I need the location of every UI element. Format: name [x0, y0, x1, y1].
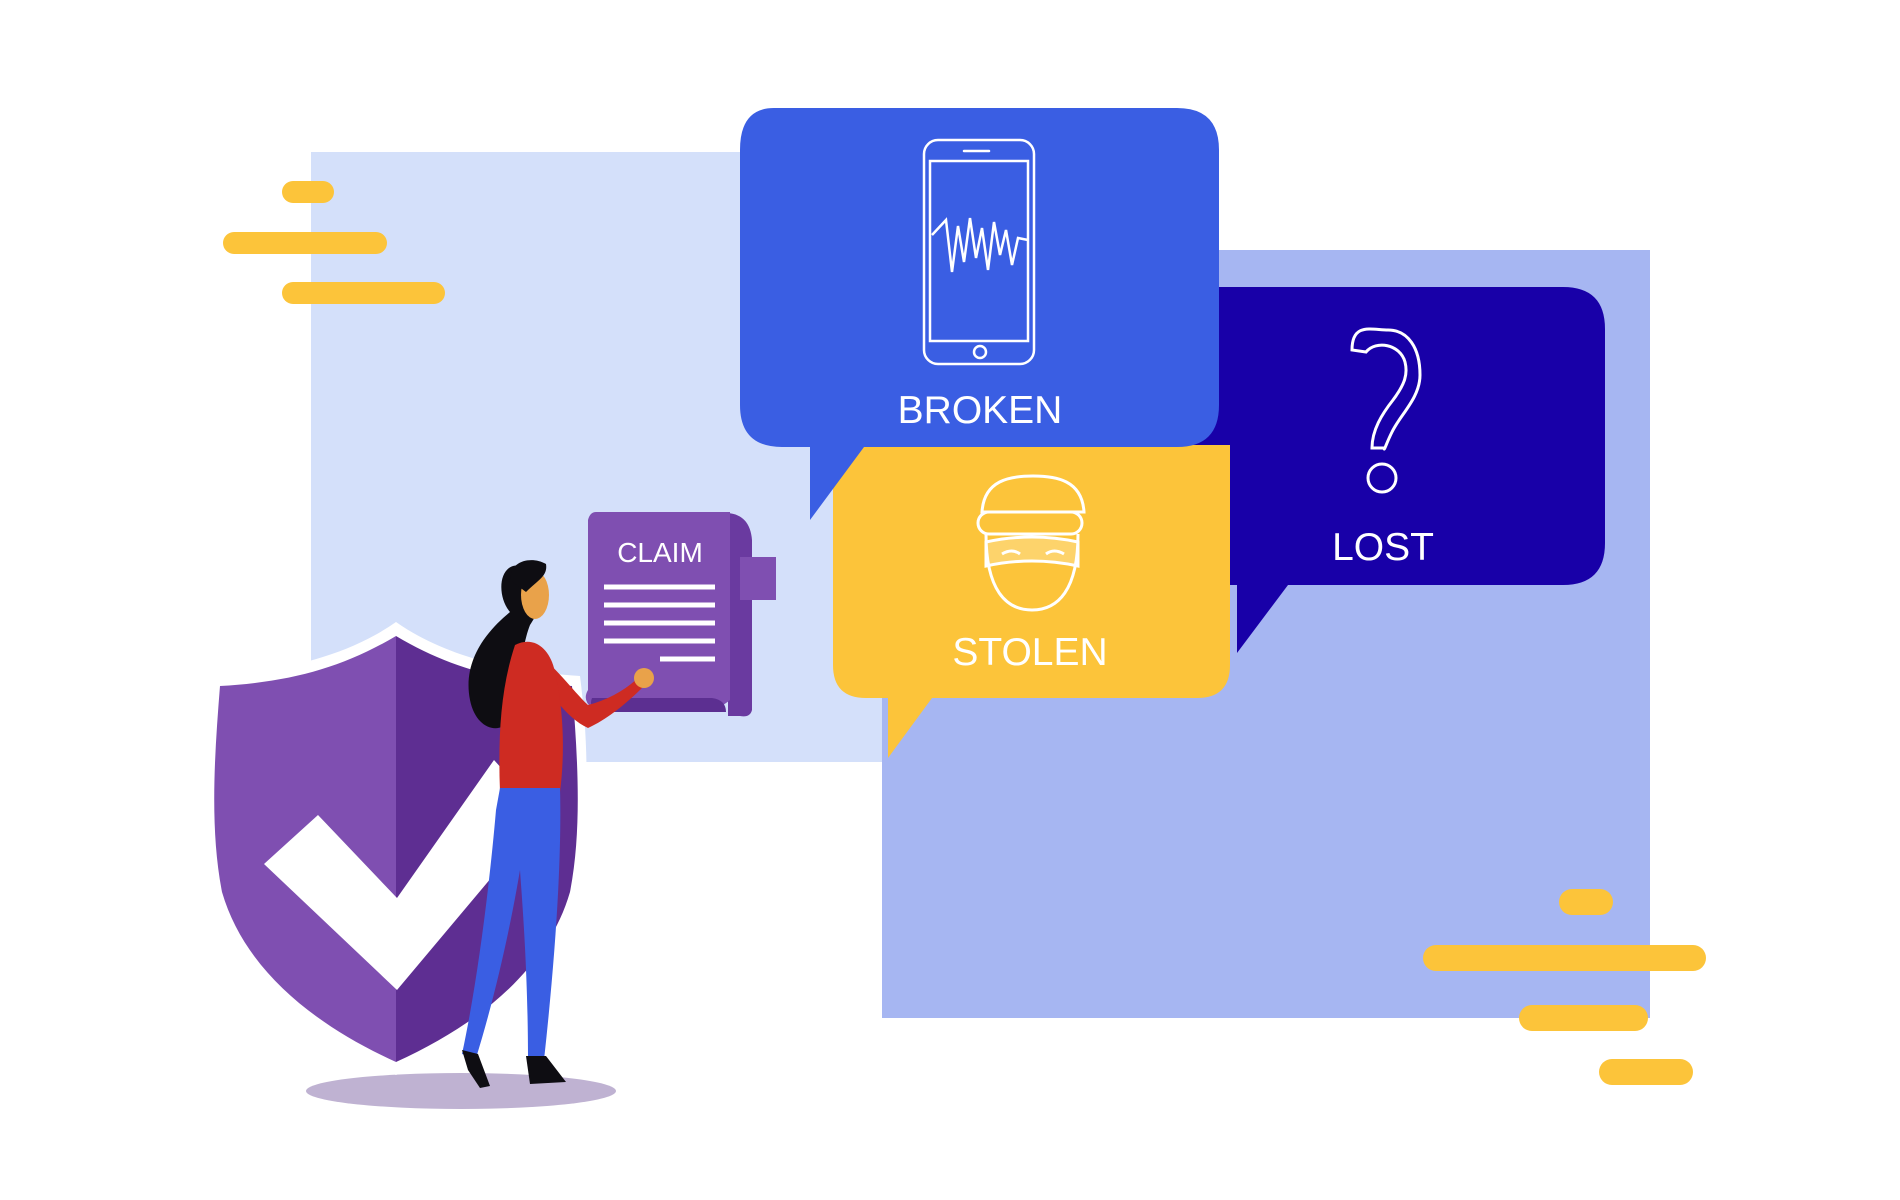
broken-bubble: BROKEN [740, 108, 1219, 520]
lost-bubble-body [1161, 287, 1605, 653]
question-mark-icon [1350, 327, 1422, 494]
checkmark-icon [264, 760, 544, 990]
lost-label: LOST [1332, 526, 1434, 569]
woman-arm [532, 650, 644, 728]
woman-shoe-left [462, 1050, 490, 1088]
decorative-lines-top-left [223, 181, 445, 304]
decorative-lines-bottom-right [1423, 889, 1706, 1085]
woman-hand [634, 668, 654, 688]
stolen-bubble-body [833, 445, 1230, 758]
smartphone-heartbeat-icon [922, 138, 1036, 366]
masked-thief-icon [976, 474, 1086, 612]
claim-document: CLAIM [585, 512, 776, 717]
stolen-label: STOLEN [952, 631, 1107, 674]
broken-label: BROKEN [898, 389, 1063, 432]
woman-hair-top [510, 560, 547, 592]
claim-title: CLAIM [617, 537, 703, 568]
ground-shadow [306, 1073, 616, 1109]
claim-text-lines [604, 584, 715, 662]
woman-figure [462, 560, 654, 1088]
lost-bubble: LOST [1161, 287, 1605, 653]
woman-legs [462, 788, 561, 1060]
woman-shoe-right [526, 1056, 566, 1084]
claim-scroll-tab [740, 557, 776, 600]
broken-bubble-body [740, 108, 1219, 520]
stolen-bubble: STOLEN [833, 445, 1230, 758]
woman-torso [499, 641, 563, 792]
